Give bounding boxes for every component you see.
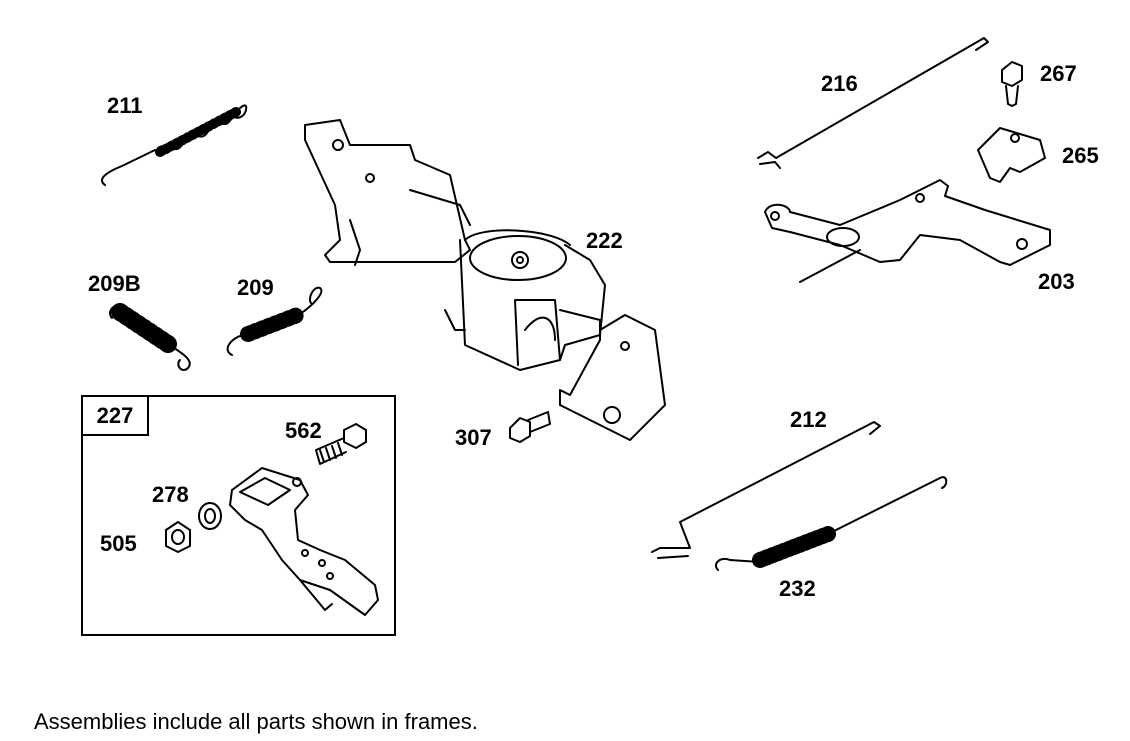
part-label-209b: 209B: [88, 271, 141, 296]
spring-209-drawing: [226, 286, 323, 356]
part-label-307: 307: [455, 425, 492, 450]
lever-227-drawing: [229, 467, 379, 616]
assembly-frame-label: 227: [96, 403, 134, 428]
part-label-212: 212: [790, 407, 827, 432]
governor-bracket-222-drawing: [304, 119, 666, 441]
part-label-505: 505: [100, 531, 137, 556]
part-label-203: 203: [1038, 269, 1075, 294]
footnote: Assemblies include all parts shown in fr…: [34, 709, 478, 734]
part-label-211: 211: [107, 93, 143, 118]
spring-209b-drawing: [109, 303, 191, 371]
part-label-562: 562: [285, 418, 322, 443]
assembly-frame: [81, 395, 396, 636]
bolt-307-drawing: [509, 411, 551, 443]
part-label-222: 222: [586, 228, 623, 253]
part-label-209: 209: [237, 275, 274, 300]
rod-212-drawing: [651, 421, 881, 559]
part-label-265: 265: [1062, 143, 1099, 168]
control-bracket-203-drawing: [764, 179, 1051, 283]
screw-267-drawing: [1001, 61, 1023, 107]
part-label-278: 278: [152, 482, 189, 507]
rod-216-drawing: [757, 37, 989, 169]
washer-278-drawing: [198, 502, 222, 530]
part-label-216: 216: [821, 71, 858, 96]
nut-505-drawing: [165, 521, 191, 553]
part-label-232: 232: [779, 576, 816, 601]
spring-211-drawing: [101, 104, 248, 186]
assembly-frame-tag: 227: [81, 395, 149, 436]
clip-265-drawing: [977, 127, 1046, 183]
bolt-562-drawing: [315, 423, 367, 465]
part-label-267: 267: [1040, 61, 1077, 86]
spring-232-drawing: [714, 476, 948, 571]
